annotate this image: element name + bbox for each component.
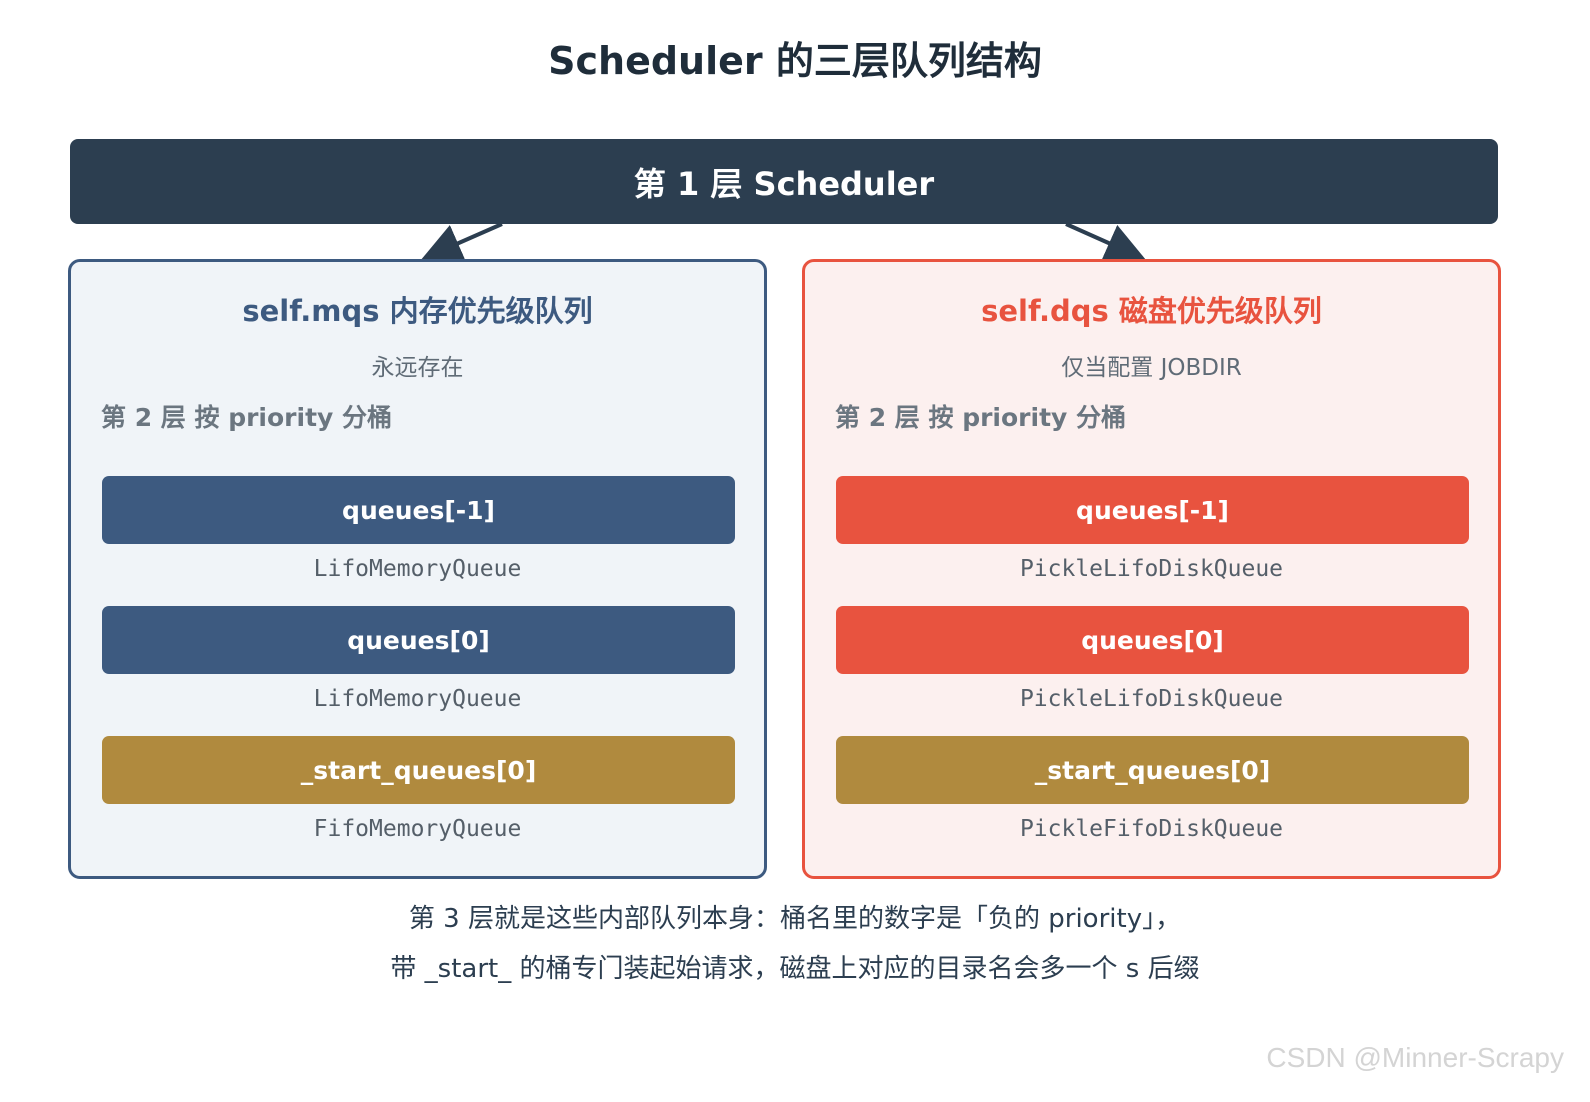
- bucket-label: queues[0]: [1081, 625, 1224, 655]
- layer2-label: 第 2 层 按 priority 分桶: [101, 403, 393, 432]
- layer1-scheduler-box: 第 1 层 Scheduler: [70, 139, 1498, 224]
- bucket-label: queues[-1]: [1076, 495, 1229, 525]
- bucket-label: queues[0]: [347, 625, 490, 655]
- start-bucket-box: _start_queues[0]: [836, 736, 1469, 804]
- bucket-box: queues[-1]: [102, 476, 735, 544]
- diagram-title: Scheduler 的三层队列结构: [548, 39, 1042, 83]
- disk-queue-panel: self.dqs 磁盘优先级队列 仅当配置 JOBDIR 第 2 层 按 pri…: [802, 259, 1501, 879]
- bucket-box: queues[0]: [102, 606, 735, 674]
- arrow-to-dqs: [1065, 222, 1146, 262]
- memory-queue-panel: self.mqs 内存优先级队列 永远存在 第 2 层 按 priority 分…: [68, 259, 767, 879]
- layer2-label: 第 2 层 按 priority 分桶: [835, 403, 1127, 432]
- footnote-line-2: 带 _start_ 的桶专门装起始请求，磁盘上对应的目录名会多一个 s 后缀: [390, 954, 1200, 984]
- bucket-box: queues[0]: [836, 606, 1469, 674]
- footnote-line-1: 第 3 层就是这些内部队列本身：桶名里的数字是「负的 priority」，: [408, 904, 1182, 934]
- layer1-label: 第 1 层 Scheduler: [633, 164, 935, 203]
- panel-subtitle: 仅当配置 JOBDIR: [1061, 355, 1242, 381]
- bucket-label: _start_queues[0]: [1034, 755, 1271, 785]
- arrow-to-mqs: [421, 222, 503, 262]
- start-bucket-box: _start_queues[0]: [102, 736, 735, 804]
- queue-type: LifoMemoryQueue: [313, 556, 522, 582]
- bucket-label: _start_queues[0]: [300, 755, 537, 785]
- bucket-box: queues[-1]: [836, 476, 1469, 544]
- bucket-label: queues[-1]: [342, 495, 495, 525]
- queue-type: LifoMemoryQueue: [313, 686, 522, 712]
- panel-title: self.dqs 磁盘优先级队列: [981, 294, 1322, 328]
- queue-type: PickleLifoDiskQueue: [1019, 556, 1284, 582]
- queue-type: FifoMemoryQueue: [313, 816, 522, 842]
- watermark: CSDN @Minner-Scrapy: [1266, 1042, 1564, 1073]
- panel-subtitle: 永远存在: [371, 355, 464, 381]
- queue-type: PickleLifoDiskQueue: [1019, 686, 1284, 712]
- queue-type: PickleFifoDiskQueue: [1019, 816, 1284, 842]
- panel-title: self.mqs 内存优先级队列: [242, 294, 593, 328]
